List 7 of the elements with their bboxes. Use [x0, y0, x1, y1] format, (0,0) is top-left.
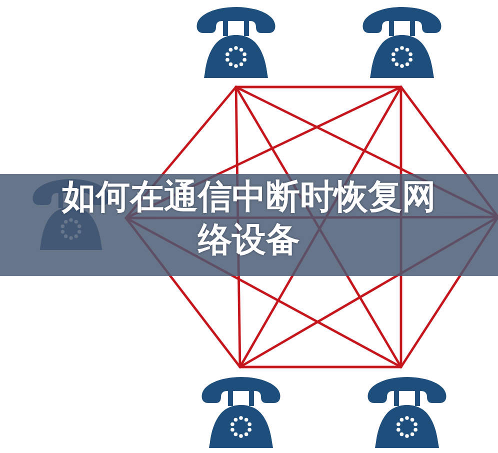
telephone-icon	[367, 376, 447, 448]
telephone-icon	[201, 376, 281, 448]
title-text: 如何在通信中断时恢复网络设备	[60, 176, 437, 262]
connector-line	[234, 86, 402, 88]
connector-line	[238, 366, 402, 368]
telephone-icon	[362, 6, 442, 78]
telephone-icon	[196, 6, 276, 78]
